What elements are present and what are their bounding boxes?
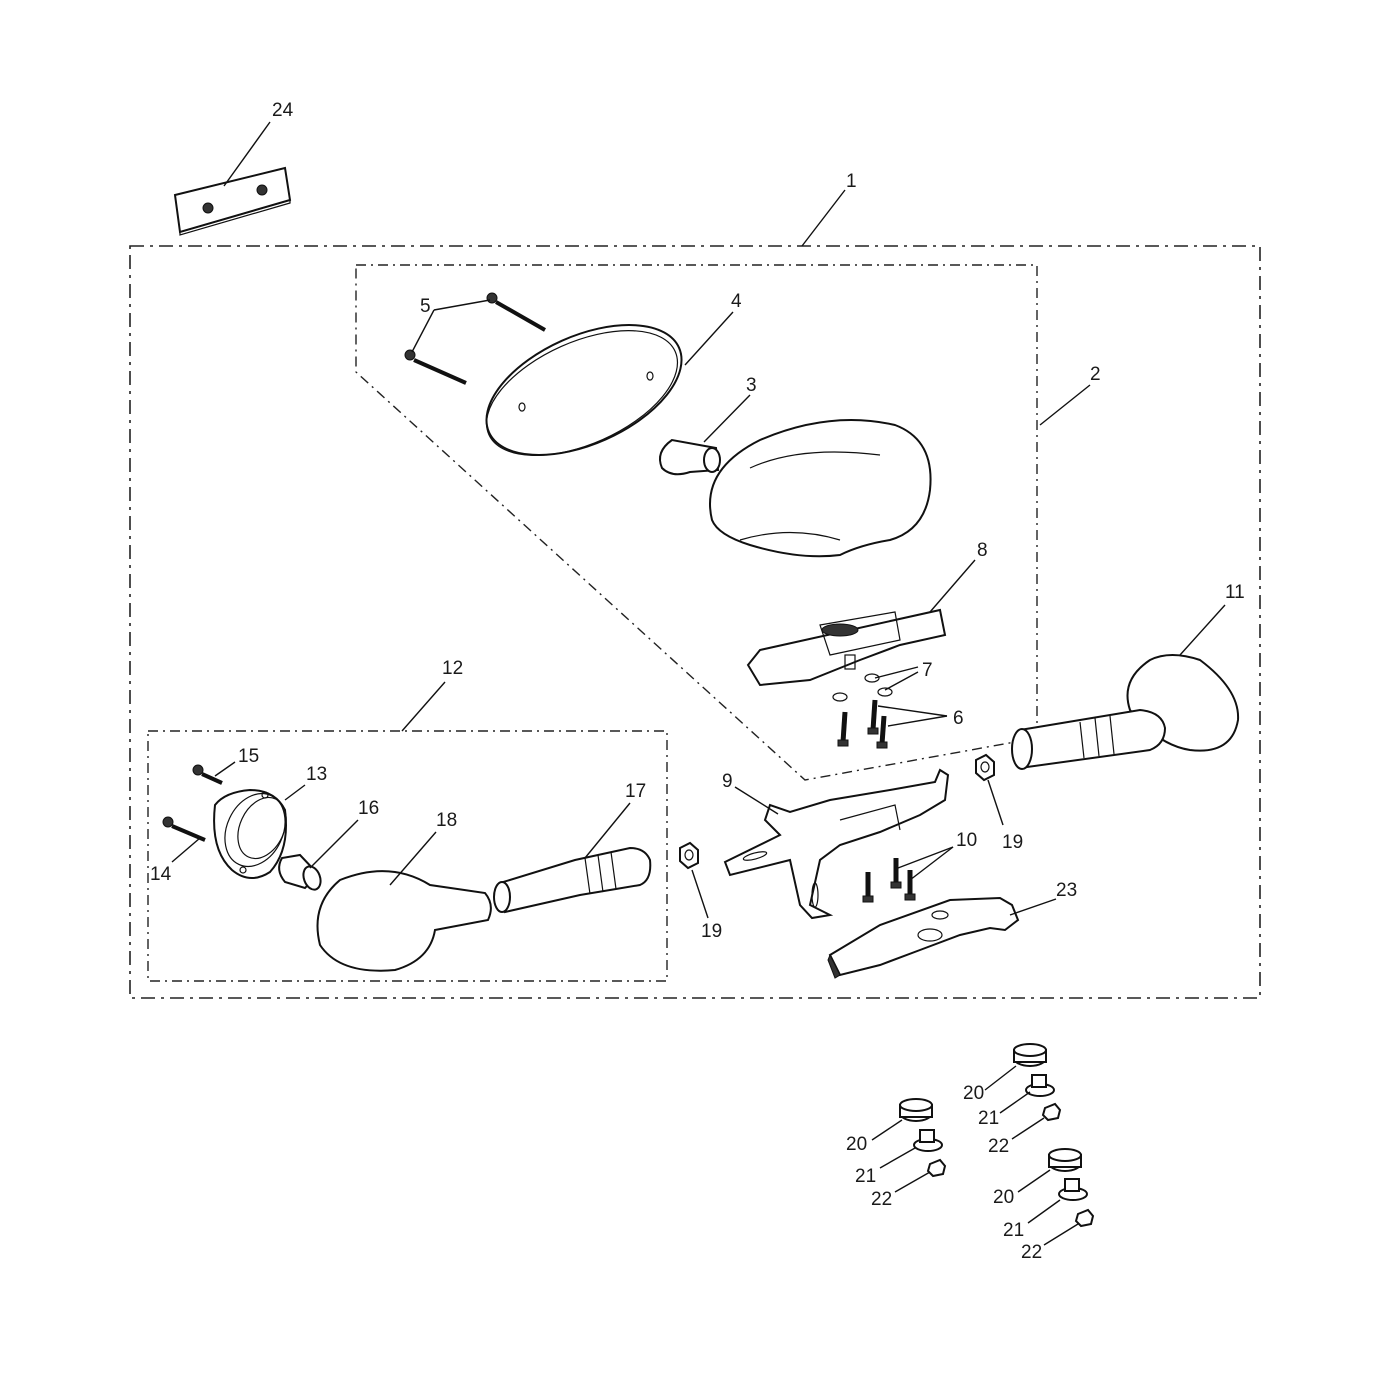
callout-21-top: 21 bbox=[978, 1108, 999, 1129]
assembly-2-boundary bbox=[355, 264, 1038, 781]
callout-1: 1 bbox=[846, 171, 857, 192]
callout-7: 7 bbox=[922, 660, 933, 681]
callout-20-bottom: 20 bbox=[993, 1187, 1014, 1208]
nut-right-part bbox=[975, 753, 995, 782]
callout-22-bottom: 22 bbox=[1021, 1242, 1042, 1263]
callout-19-right: 19 bbox=[1002, 832, 1023, 853]
callout-11: 11 bbox=[1225, 582, 1245, 603]
callout-4: 4 bbox=[731, 291, 742, 312]
tail-lens-part bbox=[485, 324, 683, 456]
callout-16: 16 bbox=[358, 798, 379, 819]
indicator-lens-part bbox=[316, 870, 492, 972]
callouts: 24 1 2 4 3 5 8 7 6 11 12 15 13 16 18 17 … bbox=[150, 100, 1245, 1263]
indicator-screw-upper-part bbox=[192, 764, 223, 785]
callout-6: 6 bbox=[953, 708, 964, 729]
callout-23: 23 bbox=[1056, 880, 1077, 901]
callout-13: 13 bbox=[306, 764, 327, 785]
callout-17: 17 bbox=[625, 781, 646, 802]
mount-stack-left-part bbox=[899, 1098, 947, 1178]
mount-stack-top-part bbox=[1013, 1043, 1062, 1122]
callout-22-top: 22 bbox=[988, 1136, 1009, 1157]
indicator-bulb-part bbox=[278, 853, 322, 891]
callout-20-top: 20 bbox=[963, 1083, 984, 1104]
callout-24: 24 bbox=[272, 100, 294, 121]
assembly-12-boundary bbox=[147, 730, 668, 982]
callout-3: 3 bbox=[746, 375, 757, 396]
callout-2: 2 bbox=[1090, 364, 1101, 385]
leader-lines bbox=[171, 121, 1226, 1246]
indicator-body-part bbox=[213, 788, 287, 879]
callout-9: 9 bbox=[722, 771, 733, 792]
reflector-plate-part bbox=[173, 166, 292, 236]
callout-20-left: 20 bbox=[846, 1134, 867, 1155]
indicator-stem-part bbox=[493, 846, 652, 914]
indicator-screw-lower-part bbox=[162, 816, 206, 842]
cover-plate-part bbox=[827, 896, 1020, 979]
callout-15: 15 bbox=[238, 746, 259, 767]
mounting-screws-part bbox=[862, 858, 916, 903]
callout-8: 8 bbox=[977, 540, 988, 561]
assembly-1-boundary bbox=[129, 245, 1261, 999]
mounting-bracket-part bbox=[723, 768, 950, 920]
callout-10: 10 bbox=[956, 830, 977, 851]
lens-screw-lower-part bbox=[404, 349, 467, 385]
callout-22-left: 22 bbox=[871, 1189, 892, 1210]
tail-bulb-part bbox=[659, 438, 721, 476]
mount-stack-bottom-part bbox=[1048, 1148, 1095, 1228]
callout-12: 12 bbox=[442, 658, 463, 679]
callout-21-left: 21 bbox=[855, 1166, 876, 1187]
callout-5: 5 bbox=[420, 296, 431, 317]
right-indicator-part bbox=[1011, 654, 1240, 770]
callout-19-left: 19 bbox=[701, 921, 722, 942]
lens-screw-upper-part bbox=[486, 292, 546, 332]
callout-21-bottom: 21 bbox=[1003, 1220, 1024, 1241]
washers-part bbox=[832, 673, 893, 702]
bracket-screws-part bbox=[837, 699, 888, 749]
tail-bracket-part bbox=[746, 608, 947, 687]
callout-18: 18 bbox=[436, 810, 457, 831]
callout-14: 14 bbox=[150, 864, 172, 885]
nut-left-part bbox=[679, 841, 699, 870]
tail-light-housing-part bbox=[709, 419, 932, 558]
